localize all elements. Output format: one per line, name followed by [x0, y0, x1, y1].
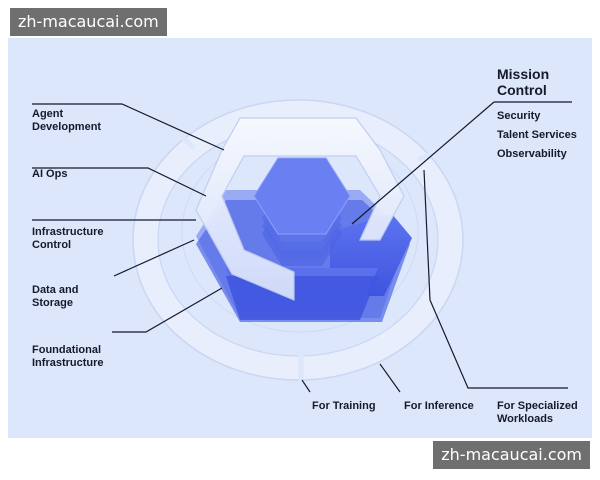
connector-lines	[32, 101, 572, 393]
label-for-inference: For Inference	[404, 400, 474, 412]
mission-control-title: Mission Control	[497, 66, 550, 98]
mission-control-observability: Observability	[497, 148, 567, 160]
label-for-training: For Training	[312, 400, 376, 412]
glass-shell	[195, 117, 405, 301]
label-infrastructure-control: Infrastructure Control	[32, 226, 104, 251]
watermark-top: zh-macaucai.com	[10, 8, 167, 36]
mission-control-security: Security	[497, 110, 541, 122]
label-agent-development: Agent Development	[32, 108, 102, 133]
hexagon-stack	[253, 157, 351, 266]
label-data-and-storage: Data and Storage	[32, 284, 79, 309]
mission-control-talent-services: Talent Services	[497, 129, 577, 141]
label-foundational-infrastructure: Foundational Infrastructure	[32, 344, 104, 369]
label-ai-ops: AI Ops	[32, 168, 68, 180]
watermark-bottom: zh-macaucai.com	[433, 441, 590, 469]
label-for-specialized-workloads: For Specialized Workloads	[497, 400, 578, 425]
